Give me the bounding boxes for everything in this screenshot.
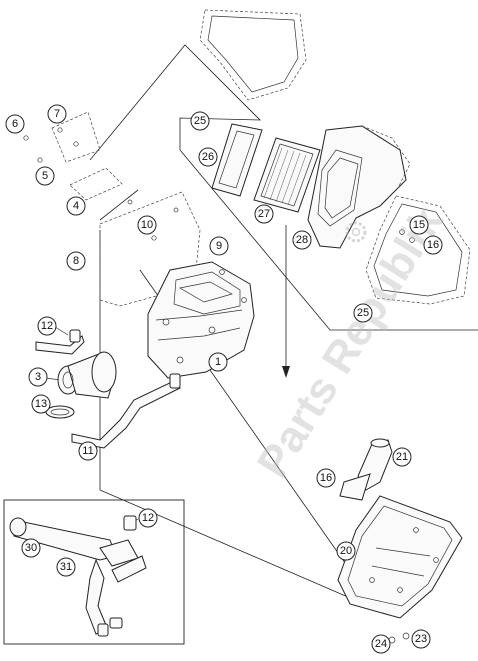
callout-label: 8 <box>73 255 79 267</box>
lower-tray <box>337 495 463 619</box>
callout-13: 13 <box>31 394 51 414</box>
callout-16a: 16 <box>423 235 443 255</box>
callout-4: 4 <box>66 196 86 216</box>
callout-label: 13 <box>35 398 47 410</box>
tray-funnel <box>339 438 393 501</box>
callout-15: 15 <box>409 215 429 235</box>
callout-label: 12 <box>41 320 53 332</box>
callout-label: 1 <box>215 356 221 368</box>
callout-label: 16 <box>427 239 439 251</box>
callout-8: 8 <box>66 251 86 271</box>
callout-12b: 12 <box>138 508 158 528</box>
callout-26: 26 <box>198 147 218 167</box>
callout-label: 11 <box>82 445 93 457</box>
hose-upper <box>35 329 85 355</box>
callout-label: 25 <box>357 307 369 319</box>
callout-label: 15 <box>413 219 425 231</box>
callout-label: 10 <box>141 219 153 231</box>
callout-20: 20 <box>336 541 356 561</box>
gasket-right <box>365 195 471 305</box>
intake-boot <box>57 351 117 399</box>
callout-28: 28 <box>292 230 312 250</box>
callout-23: 23 <box>411 629 431 649</box>
callout-label: 9 <box>216 240 222 252</box>
callout-10: 10 <box>137 215 157 235</box>
gasket-outline-lower <box>99 191 201 307</box>
callout-label: 31 <box>60 561 72 573</box>
callout-label: 24 <box>375 638 387 650</box>
callout-label: 26 <box>202 151 214 163</box>
callout-25a: 25 <box>190 111 210 131</box>
callout-30: 30 <box>21 538 41 558</box>
callout-6: 6 <box>5 114 25 134</box>
callout-label: 4 <box>73 200 79 212</box>
callout-16b: 16 <box>316 468 336 488</box>
callout-3: 3 <box>28 367 48 387</box>
callout-21: 21 <box>392 447 412 467</box>
callout-7: 7 <box>47 104 67 124</box>
filter-housing <box>307 125 411 249</box>
callout-label: 7 <box>54 108 60 120</box>
callout-label: 30 <box>25 542 37 554</box>
gasket-top <box>199 9 307 101</box>
callout-label: 28 <box>296 234 308 246</box>
callout-label: 23 <box>415 633 427 645</box>
callout-label: 21 <box>396 451 408 463</box>
callout-label: 27 <box>258 208 270 220</box>
filter-element <box>253 137 321 213</box>
watermark-text: Parts Republik <box>248 198 453 486</box>
callout-label: 16 <box>320 472 332 484</box>
callout-9: 9 <box>209 236 229 256</box>
inset-box <box>3 499 185 645</box>
cover-plate <box>23 111 123 201</box>
gear-icon <box>345 221 367 243</box>
callout-label: 6 <box>12 118 18 130</box>
callout-label: 25 <box>194 115 206 127</box>
down-arrow-icon <box>282 366 290 378</box>
callout-12a: 12 <box>37 316 57 336</box>
callout-27: 27 <box>254 204 274 224</box>
callout-11: 11 <box>78 441 98 461</box>
callout-5: 5 <box>35 166 55 186</box>
filter-frame <box>211 123 263 197</box>
callout-24: 24 <box>371 634 391 654</box>
callout-label: 12 <box>142 512 154 524</box>
callout-label: 20 <box>340 545 352 557</box>
callout-label: 5 <box>42 170 48 182</box>
hose-clamp <box>45 405 75 419</box>
callout-31: 31 <box>56 557 76 577</box>
callout-25b: 25 <box>353 303 373 323</box>
callout-1: 1 <box>208 352 228 372</box>
callout-label: 3 <box>35 371 41 383</box>
airbox-lower <box>147 261 255 379</box>
